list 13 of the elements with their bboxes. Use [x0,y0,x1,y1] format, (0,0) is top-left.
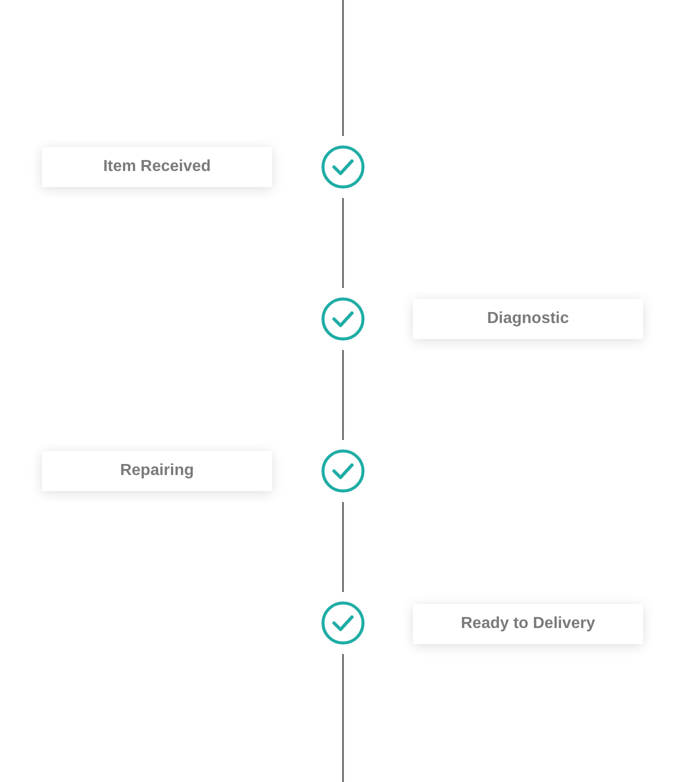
check-circle-icon [321,449,365,493]
check-circle-icon [321,601,365,645]
step-label: Ready to Delivery [460,615,596,633]
timeline-line [342,350,344,440]
timeline-line [342,654,344,782]
timeline-line [342,0,344,136]
step-label: Diagnostic [487,310,569,328]
check-circle-icon [321,145,365,189]
timeline-line [342,198,344,288]
timeline-line [342,502,344,592]
step-label: Repairing [120,462,194,480]
check-circle-icon [321,297,365,341]
step-label: Item Received [103,158,211,176]
